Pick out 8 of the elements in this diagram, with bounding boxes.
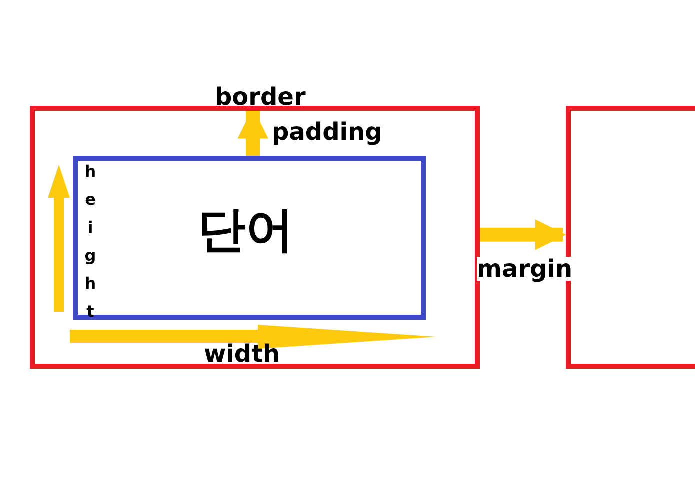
edge-label: padding [272, 120, 382, 144]
content-text: 단어 [198, 206, 294, 254]
content-box [73, 156, 426, 320]
edge-label: margin [477, 256, 573, 281]
width-label: width [204, 342, 280, 366]
border-label: border [215, 85, 306, 109]
arrow [480, 219, 566, 250]
height-label: height [82, 162, 98, 330]
